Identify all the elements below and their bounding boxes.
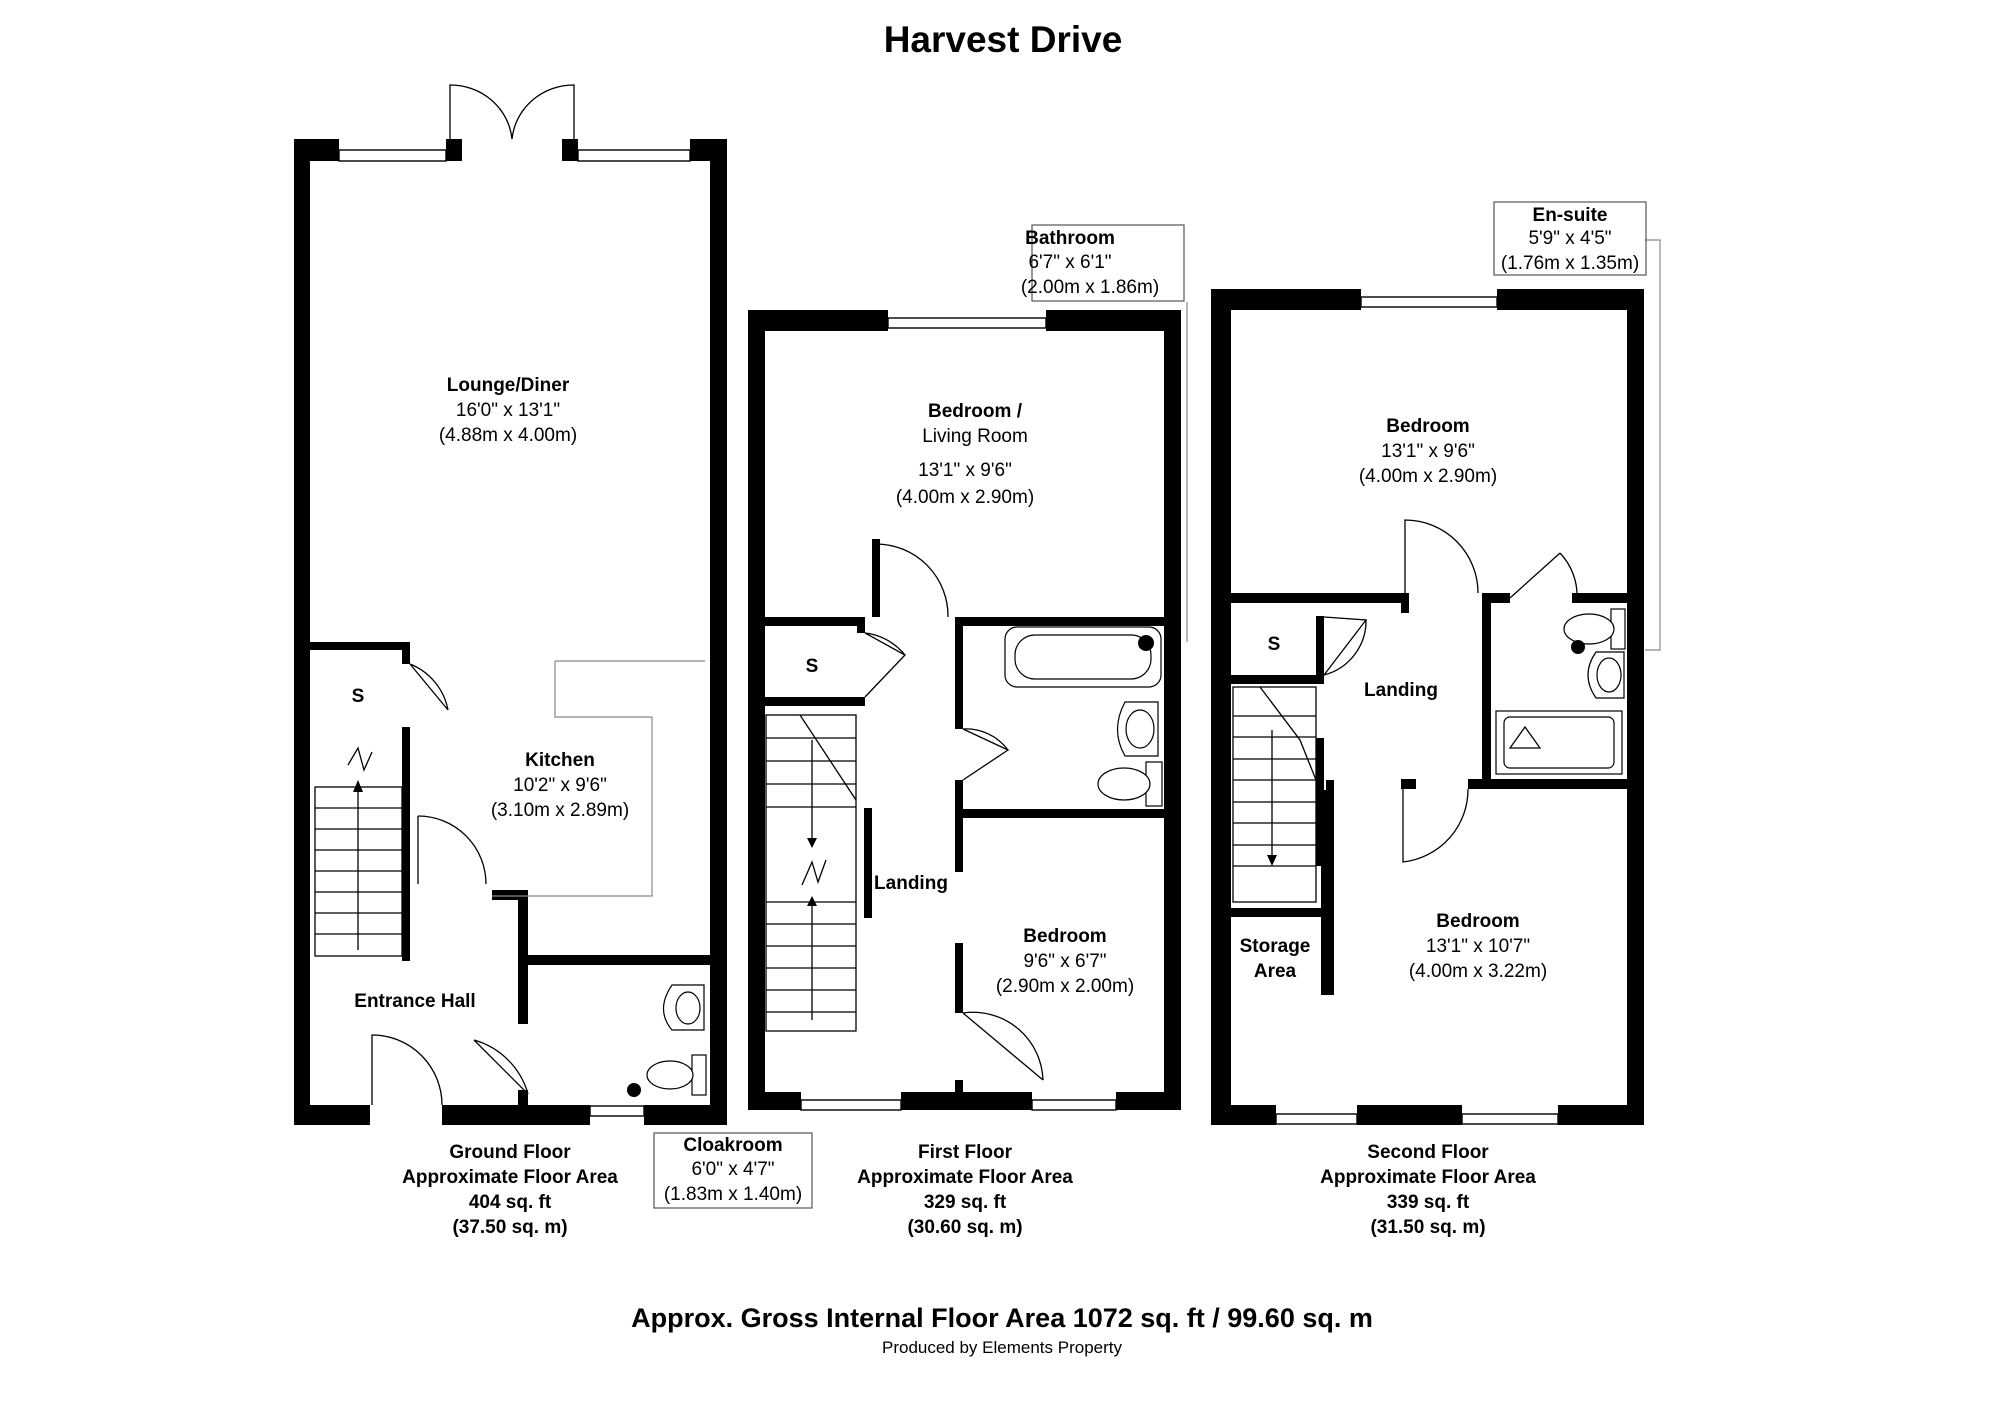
ground-floor-plan bbox=[294, 84, 727, 1125]
second-bedroom-top-name: Bedroom bbox=[1386, 416, 1469, 437]
bedroom-living-imperial: 13'1" x 9'6" bbox=[918, 460, 1012, 481]
storage-area-name-2: Area bbox=[1254, 961, 1297, 982]
bedroom-living-metric: (4.00m x 2.90m) bbox=[896, 487, 1034, 508]
second-bedroom-bottom-metric: (4.00m x 3.22m) bbox=[1409, 961, 1547, 982]
kitchen-metric: (3.10m x 2.89m) bbox=[491, 800, 629, 821]
second-floor-sqm: (31.50 sq. m) bbox=[1370, 1217, 1485, 1238]
ensuite-imperial: 5'9" x 4'5" bbox=[1528, 228, 1611, 249]
stairs bbox=[314, 746, 403, 957]
second-bedroom-top-imperial: 13'1" x 9'6" bbox=[1381, 441, 1475, 462]
gross-internal-area: Approx. Gross Internal Floor Area 1072 s… bbox=[631, 1303, 1373, 1333]
second-bedroom-bottom-name: Bedroom bbox=[1436, 911, 1519, 932]
second-landing-name: Landing bbox=[1364, 680, 1438, 701]
second-floor-name: Second Floor bbox=[1367, 1142, 1489, 1163]
second-bedroom-bottom-imperial: 13'1" x 10'7" bbox=[1426, 936, 1530, 957]
ensuite-metric: (1.76m x 1.35m) bbox=[1501, 253, 1639, 274]
plan-title: Harvest Drive bbox=[884, 19, 1123, 60]
second-store-label: S bbox=[1268, 634, 1281, 655]
bathroom-fixtures bbox=[1004, 626, 1163, 807]
ground-store-label: S bbox=[352, 686, 365, 707]
second-bedroom-top-metric: (4.00m x 2.90m) bbox=[1359, 466, 1497, 487]
second-floor-area-label: Approximate Floor Area bbox=[1320, 1167, 1536, 1188]
first-floor-plan bbox=[748, 302, 1188, 1111]
first-landing-name: Landing bbox=[874, 873, 948, 894]
lounge-diner-imperial: 16'0" x 13'1" bbox=[456, 400, 560, 421]
bathroom-imperial: 6'7" x 6'1" bbox=[1028, 252, 1111, 273]
ensuite-name: En-suite bbox=[1533, 205, 1608, 226]
lounge-diner-metric: (4.88m x 4.00m) bbox=[439, 425, 577, 446]
cloakroom-metric: (1.83m x 1.40m) bbox=[664, 1184, 802, 1205]
kitchen-name: Kitchen bbox=[525, 750, 595, 771]
ground-floor-area-label: Approximate Floor Area bbox=[402, 1167, 618, 1188]
stairs bbox=[1232, 686, 1317, 903]
cloakroom-name: Cloakroom bbox=[683, 1135, 782, 1156]
cloakroom-imperial: 6'0" x 4'7" bbox=[691, 1159, 774, 1180]
first-bedroom-metric: (2.90m x 2.00m) bbox=[996, 976, 1134, 997]
bathroom-metric: (2.00m x 1.86m) bbox=[1021, 277, 1159, 298]
first-floor-name: First Floor bbox=[918, 1142, 1013, 1163]
entrance-hall-name: Entrance Hall bbox=[354, 991, 475, 1012]
storage-area-name-1: Storage bbox=[1240, 936, 1311, 957]
first-bedroom-imperial: 9'6" x 6'7" bbox=[1023, 951, 1106, 972]
second-floor-plan bbox=[1211, 239, 1661, 1125]
first-floor-sqm: (30.60 sq. m) bbox=[907, 1217, 1022, 1238]
ground-floor-sqm: (37.50 sq. m) bbox=[452, 1217, 567, 1238]
ground-floor-name: Ground Floor bbox=[449, 1142, 571, 1163]
producer-credit: Produced by Elements Property bbox=[882, 1338, 1123, 1357]
first-store-label: S bbox=[806, 656, 819, 677]
bathroom-name: Bathroom bbox=[1025, 228, 1115, 249]
bedroom-living-name-1: Bedroom / bbox=[928, 401, 1023, 422]
stairs bbox=[765, 714, 857, 1032]
kitchen-imperial: 10'2" x 9'6" bbox=[513, 775, 607, 796]
bedroom-living-name-2: Living Room bbox=[922, 426, 1028, 447]
first-floor-sqft: 329 sq. ft bbox=[924, 1192, 1007, 1213]
first-bedroom-name: Bedroom bbox=[1023, 926, 1106, 947]
second-floor-sqft: 339 sq. ft bbox=[1387, 1192, 1470, 1213]
ensuite-fixtures bbox=[1495, 608, 1626, 775]
ground-floor-sqft: 404 sq. ft bbox=[469, 1192, 552, 1213]
first-floor-area-label: Approximate Floor Area bbox=[857, 1167, 1073, 1188]
cloakroom-fixtures bbox=[627, 984, 707, 1097]
lounge-diner-name: Lounge/Diner bbox=[447, 375, 570, 396]
